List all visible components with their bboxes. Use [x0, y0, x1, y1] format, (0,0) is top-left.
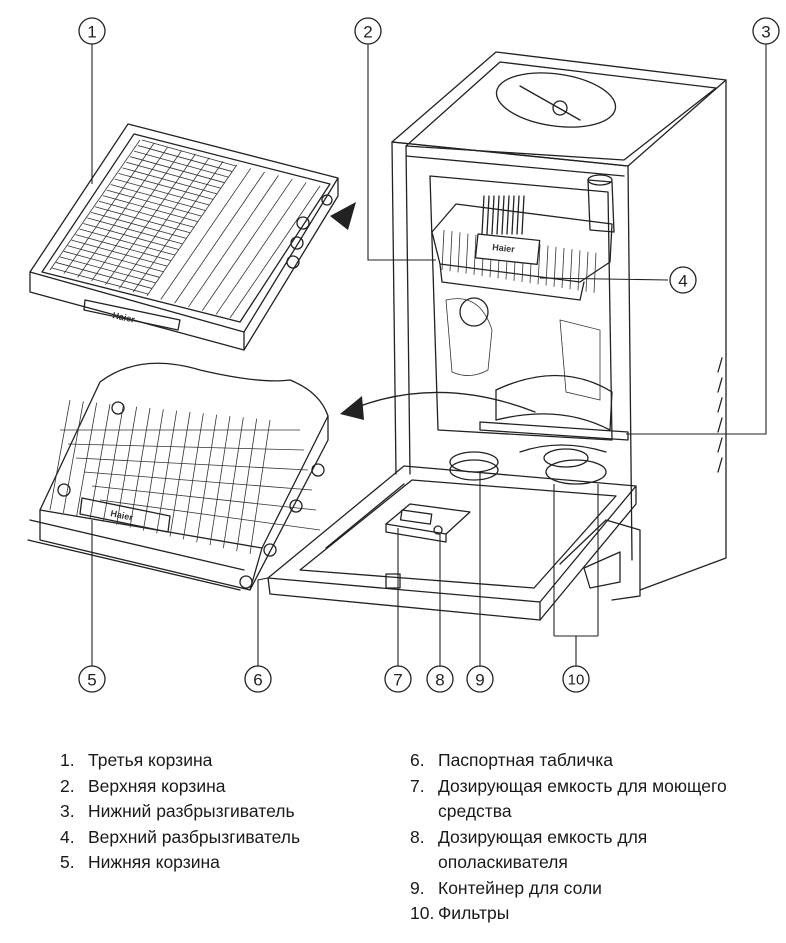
legend-item: 2. Верхняя корзина — [60, 774, 380, 800]
callout-4: 4 — [669, 266, 697, 294]
legend-number: 4. — [60, 826, 75, 847]
legend-number: 7. — [410, 775, 425, 796]
legend-text: Паспортная табличка — [438, 750, 614, 770]
legend-number: 9. — [410, 877, 425, 898]
dishwasher-body-drawing: Haier — [267, 51, 727, 621]
insert-arrow-icon — [330, 202, 356, 230]
callout-7: 7 — [384, 665, 412, 693]
callout-3-label: 3 — [761, 23, 770, 42]
callout-9: 9 — [466, 665, 494, 693]
legend-number: 8. — [410, 826, 425, 847]
callout-9-label: 9 — [475, 671, 484, 690]
legend-text: Контейнер для соли — [438, 877, 602, 898]
legend-item: 5. Нижняя корзина — [60, 850, 380, 876]
legend-item: 9. Контейнер для соли — [410, 876, 770, 902]
callout-10: 10 — [562, 665, 590, 693]
callout-8: 8 — [426, 665, 454, 693]
callout-1-label: 1 — [87, 23, 96, 42]
callout-3: 3 — [752, 17, 780, 45]
lower-basket-drawing: Haier — [27, 362, 329, 591]
callout-10-label: 10 — [568, 672, 585, 689]
callout-2-label: 2 — [363, 23, 372, 42]
legend-number: 6. — [410, 750, 425, 770]
dishwasher-diagram: Haier Haier — [27, 17, 780, 693]
remove-arrow-line — [354, 391, 536, 413]
callout-6-label: 6 — [253, 671, 262, 690]
legend-item: 7. Дозирующая емкость для моющего средст… — [410, 774, 730, 825]
callout-5-label: 5 — [87, 671, 96, 690]
legend-number: 5. — [60, 852, 75, 872]
callout-6: 6 — [244, 665, 272, 693]
legend-item: 4. Верхний разбрызгиватель — [60, 825, 308, 851]
third-basket-drawing: Haier — [29, 123, 356, 351]
legend-item: 3. Нижний разбрызгиватель — [60, 799, 308, 825]
callout-7-label: 7 — [393, 671, 402, 690]
legend-right: 6. Паспортная табличка 7. Дозирующая емк… — [410, 748, 770, 927]
legend-text: Верхний разбрызгиватель — [88, 826, 301, 847]
upper-basket-brand: Haier — [492, 242, 516, 254]
legend-item: 10. Фильтры — [410, 901, 770, 927]
legend-item: 1. Третья корзина — [60, 748, 380, 774]
callout-8-label: 8 — [435, 671, 444, 690]
legend-text: Фильтры — [438, 903, 510, 923]
callout-1: 1 — [78, 17, 106, 45]
legend-number: 10. — [410, 903, 435, 923]
legend-text: Нижний разбрызгиватель — [88, 801, 295, 821]
remove-arrow-icon — [340, 396, 364, 420]
legend-item: 8. Дозирующая емкость для ополаскивателя — [410, 825, 730, 876]
legend-text: Третья корзина — [88, 750, 213, 770]
legend-left: 1. Третья корзина 2. Верхняя корзина 3. … — [60, 748, 380, 876]
callout-5: 5 — [78, 665, 106, 693]
legend-text: Дозирующая емкость для моющего средства — [438, 775, 727, 822]
legend-text: Нижняя корзина — [88, 852, 220, 872]
legend-number: 2. — [60, 775, 75, 796]
callout-leaders — [91, 44, 767, 666]
legend-number: 1. — [60, 750, 75, 770]
legend-item: 6. Паспортная табличка — [410, 748, 770, 774]
lower-basket-brand: Haier — [110, 508, 135, 523]
legend-number: 3. — [60, 801, 75, 821]
legend-text: Дозирующая емкость для ополаскивателя — [438, 826, 648, 873]
third-basket-brand: Haier — [112, 310, 137, 325]
callout-4-label: 4 — [678, 272, 687, 291]
legend-text: Верхняя корзина — [88, 775, 226, 796]
callout-2: 2 — [354, 17, 382, 45]
